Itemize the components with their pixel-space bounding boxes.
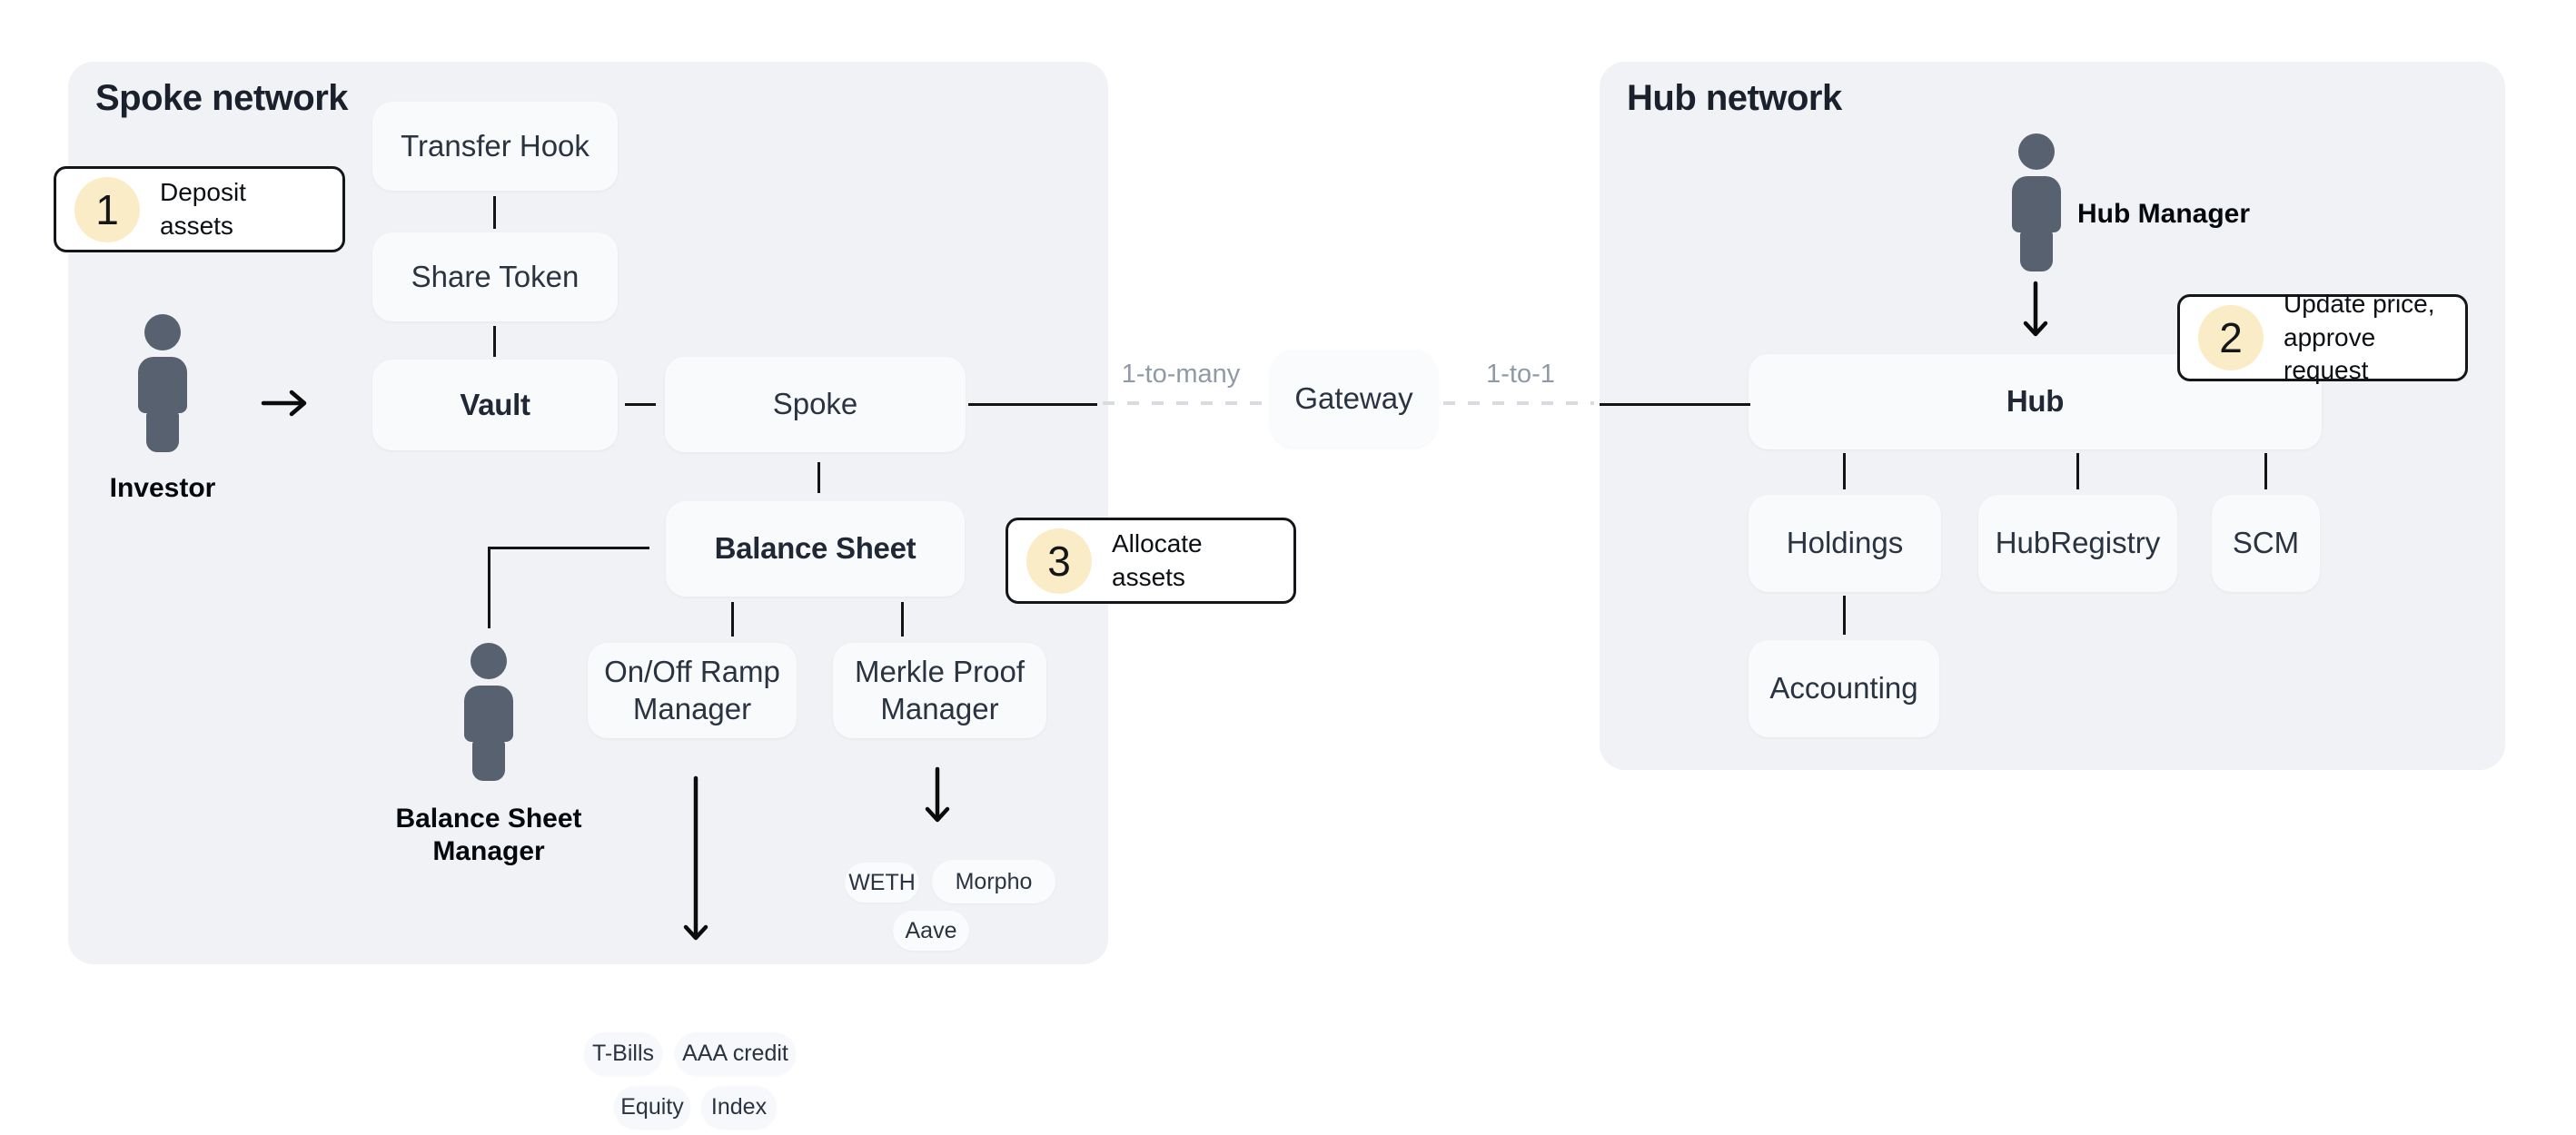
node-balance-sheet: Balance Sheet xyxy=(666,501,965,597)
pill-aave: Aave xyxy=(893,911,969,951)
node-transfer-hook: Transfer Hook xyxy=(372,102,618,191)
person-head xyxy=(471,643,507,679)
label-one-to-many: 1-to-many xyxy=(1121,360,1241,389)
hub-manager-label: Hub Manager xyxy=(2077,199,2251,229)
callout-deposit-assets-text: Deposit assets xyxy=(160,178,246,240)
person-legs xyxy=(146,410,179,452)
investor-label: Investor xyxy=(109,473,216,503)
node-scm: SCM xyxy=(2212,495,2320,592)
person-head xyxy=(2018,133,2055,170)
person-body xyxy=(138,357,187,413)
step-1-badge: 1 xyxy=(74,176,140,242)
connector-balancesheet-elbow-h xyxy=(488,547,649,549)
connector-holdings-accounting xyxy=(1843,596,1846,635)
pill-morpho: Morpho xyxy=(932,860,1055,903)
pill-equity: Equity xyxy=(614,1086,690,1129)
person-legs xyxy=(2020,230,2053,271)
connector-transferhook-sharetoken xyxy=(493,196,496,229)
node-vault: Vault xyxy=(372,360,618,450)
step-3-badge: 3 xyxy=(1026,528,1092,594)
person-legs xyxy=(472,739,505,781)
balance-sheet-manager-person-icon xyxy=(464,643,513,781)
onoff-to-assets-arrow-icon xyxy=(683,775,708,941)
connector-hub-scm xyxy=(2264,453,2267,489)
label-one-to-one: 1-to-1 xyxy=(1486,360,1555,389)
pill-weth: WETH xyxy=(845,863,919,903)
pill-index: Index xyxy=(701,1086,777,1129)
node-merkle-proof-manager: Merkle Proof Manager xyxy=(833,643,1046,738)
node-holdings: Holdings xyxy=(1749,495,1941,592)
hub-manager-person-icon xyxy=(2012,133,2061,271)
pill-aaa-credit: AAA credit xyxy=(675,1032,796,1075)
connector-hub-hubregistry xyxy=(2076,453,2079,489)
node-accounting: Accounting xyxy=(1749,640,1939,737)
hub-network-title: Hub network xyxy=(1627,78,1842,118)
callout-update-price: 2 Update price, approve request xyxy=(2177,290,2468,384)
connector-hub-holdings xyxy=(1843,453,1846,489)
dashed-link-gateway-hub xyxy=(1443,401,1594,405)
dashed-link-spoke-gateway xyxy=(1103,401,1264,405)
investor-person-icon xyxy=(138,314,187,452)
callout-allocate-assets-text: Allocate assets xyxy=(1112,529,1203,591)
node-share-token: Share Token xyxy=(372,232,618,321)
callout-update-price-text: Update price, approve request xyxy=(2284,290,2435,385)
step-2-badge: 2 xyxy=(2198,305,2264,370)
connector-paneledge-hub xyxy=(1600,403,1750,406)
person-body xyxy=(464,686,513,742)
hub-manager-to-hub-arrow-icon xyxy=(2023,281,2048,337)
person-body xyxy=(2012,176,2061,232)
callout-allocate-assets: 3 Allocate assets xyxy=(1006,518,1296,604)
connector-balancesheet-onoff xyxy=(731,602,734,637)
connector-balancesheet-merkle xyxy=(901,602,904,637)
node-onoff-ramp-manager: On/Off Ramp Manager xyxy=(588,643,797,738)
investor-to-vault-arrow-icon xyxy=(261,390,307,417)
node-gateway: Gateway xyxy=(1270,350,1438,448)
pill-t-bills: T-Bills xyxy=(584,1032,662,1075)
node-hub-registry: HubRegistry xyxy=(1978,495,2177,592)
balance-sheet-manager-label: Balance Sheet Manager xyxy=(395,804,582,866)
connector-vault-spoke xyxy=(625,403,656,406)
merkle-to-protocols-arrow-icon xyxy=(925,766,950,823)
connector-spoke-paneledge xyxy=(968,403,1097,406)
connector-sharetoken-vault xyxy=(493,326,496,357)
person-head xyxy=(144,314,181,350)
node-spoke: Spoke xyxy=(665,357,966,452)
connector-balancesheet-elbow-v xyxy=(488,547,490,628)
spoke-network-title: Spoke network xyxy=(95,78,349,118)
connector-spoke-balancesheet xyxy=(817,462,820,493)
callout-deposit-assets: 1 Deposit assets xyxy=(54,166,345,252)
